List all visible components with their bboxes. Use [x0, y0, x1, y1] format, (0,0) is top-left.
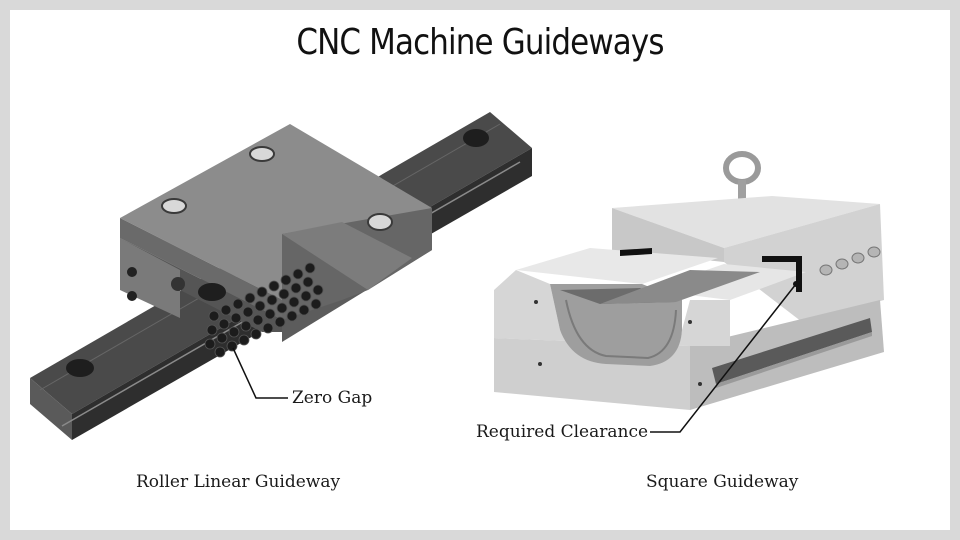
carriage-top: [120, 124, 432, 300]
saddle-right: [724, 204, 884, 322]
roller-linear-guideway-illustration: [30, 112, 532, 440]
base-slot: [712, 318, 872, 384]
carriage-hole-3: [367, 213, 393, 231]
caption-square-guideway: Square Guideway: [646, 472, 799, 492]
carriage-hole-2: [249, 146, 275, 162]
caption-roller-linear-guideway: Roller Linear Guideway: [136, 472, 341, 492]
saddle-top: [612, 196, 880, 248]
square-guideway-illustration: [494, 151, 884, 433]
gib-right: [762, 256, 802, 292]
zero-gap-label: Zero Gap: [292, 388, 373, 408]
eye-bolt: [723, 151, 761, 185]
carriage-end: [120, 238, 180, 318]
adjust-screws: [819, 246, 881, 276]
rail-front: [30, 378, 72, 440]
gib-left: [620, 248, 652, 256]
left-way-top: [516, 248, 718, 284]
required-clearance-label: Required Clearance: [476, 422, 649, 442]
saddle-front: [612, 208, 724, 262]
required-clearance-leader: [650, 283, 797, 433]
carriage-front: [120, 218, 282, 320]
carriage-hole-1: [161, 198, 187, 214]
roller-balls: [204, 262, 324, 358]
zero-gap-leader: [232, 347, 288, 399]
rail-hole-back: [463, 129, 489, 147]
page-title: CNC Machine Guideways: [296, 22, 664, 63]
rail-hole-front: [66, 359, 94, 377]
